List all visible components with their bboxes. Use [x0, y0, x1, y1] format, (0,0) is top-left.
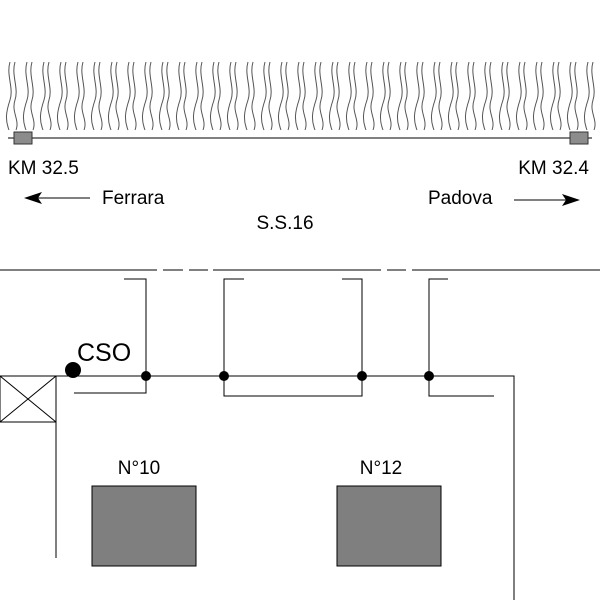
hedge-strip [6, 61, 596, 131]
km-marker-left [13, 131, 33, 145]
junction-node [357, 371, 367, 381]
hedge-strand [217, 61, 222, 131]
cso-label: CSO [77, 339, 131, 367]
hedge-strand [540, 61, 545, 131]
hedge-strand [499, 61, 505, 131]
building-12-label: N°12 [360, 458, 402, 479]
hedge-strand [91, 61, 97, 131]
hedge-strand [584, 61, 590, 131]
hedge-strand [489, 61, 494, 131]
hedge-strand [115, 61, 120, 131]
hedge-strand [227, 61, 233, 131]
building-10 [91, 485, 197, 567]
hedge-strand [13, 61, 18, 131]
hedge-strand [557, 61, 562, 131]
junction-node [141, 371, 151, 381]
junction-node [219, 371, 229, 381]
hedge-strand [98, 61, 103, 131]
hedge-strand [438, 61, 443, 131]
hedge-strand [312, 61, 318, 131]
arrow-right-icon [514, 194, 580, 206]
hedge-strand [251, 61, 256, 131]
hedge-strand [448, 61, 454, 131]
hedge-strand [285, 61, 290, 131]
hedge-strand [295, 61, 301, 131]
hedge-strand [200, 61, 205, 131]
hedge-strand [472, 61, 477, 131]
hedge-strand [81, 61, 86, 131]
building-12 [336, 485, 442, 567]
hedge-strand [414, 61, 420, 131]
hedge-strand [47, 61, 52, 131]
hedge-strand [397, 61, 403, 131]
hedge-strand [142, 61, 148, 131]
hedge-strand [465, 61, 471, 131]
hedge-strand [482, 61, 488, 131]
hedge-strand [506, 61, 511, 131]
hedge-strand [193, 61, 199, 131]
hedge-strand [431, 61, 437, 131]
hedge-strand [567, 61, 573, 131]
hedge-strand [302, 61, 307, 131]
hedge-strand [319, 61, 324, 131]
hedge-strand [523, 61, 528, 131]
hedge-strand [108, 61, 114, 131]
hedge-strand [244, 61, 250, 131]
hedge-strand [210, 61, 216, 131]
hedge-strand [234, 61, 239, 131]
hedge-strand [380, 61, 386, 131]
hedge-strand [261, 61, 267, 131]
hedge-strand [336, 61, 341, 131]
hedge-strand [74, 61, 80, 131]
hedge-strand [404, 61, 409, 131]
hedge-strand [183, 61, 188, 131]
hedge-strand [268, 61, 273, 131]
hedge-strand [346, 61, 352, 131]
hedge-strand [132, 61, 137, 131]
km-marker-right [569, 131, 589, 145]
hedge-strand [149, 61, 154, 131]
direction-padova: Padova [428, 188, 493, 209]
direction-ferrara: Ferrara [102, 188, 165, 209]
km-label-right: KM 32.4 [518, 158, 589, 179]
hedge-strand [363, 61, 369, 131]
building-10-label: N°10 [118, 458, 160, 479]
hedge-strand [591, 61, 596, 131]
hedge-strand [353, 61, 358, 131]
hedge-strand [421, 61, 426, 131]
hedge-strand [30, 61, 35, 131]
cso-point [65, 362, 81, 378]
crossed-box [0, 375, 57, 423]
arrow-left-icon [24, 192, 90, 204]
hedge-strand [370, 61, 375, 131]
hedge-strand [159, 61, 165, 131]
pipe-network [55, 278, 515, 600]
hedge-strand [64, 61, 69, 131]
junction-nodes [141, 371, 434, 381]
hedge-strand [533, 61, 539, 131]
hedge-strand [40, 61, 46, 131]
hedge-strand [455, 61, 460, 131]
hedge-strand [329, 61, 335, 131]
hedge-strand [574, 61, 579, 131]
hedge-strand [387, 61, 392, 131]
hedge-strand [166, 61, 171, 131]
hedge-strand [550, 61, 556, 131]
hedge-strand [176, 61, 182, 131]
hedge-strand [23, 61, 29, 131]
hedge-strand [125, 61, 131, 131]
hedge-strand [516, 61, 522, 131]
hedge-strand [57, 61, 63, 131]
km-label-left: KM 32.5 [8, 158, 79, 179]
hedge-strand [6, 61, 12, 131]
junction-node [424, 371, 434, 381]
hedge-strand [278, 61, 284, 131]
road-name: S.S.16 [256, 213, 313, 234]
